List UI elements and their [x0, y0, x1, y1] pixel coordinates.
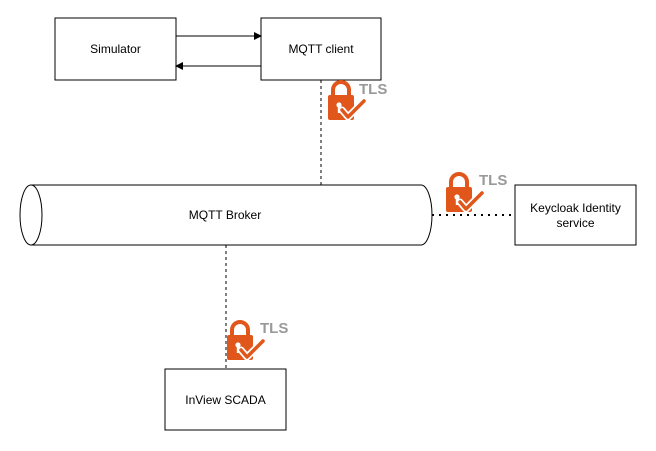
- mqtt-broker-node[interactable]: MQTT Broker: [19, 184, 433, 246]
- mqtt-client-label: MQTT client: [288, 42, 354, 56]
- keycloak-node[interactable]: Keycloak Identity service: [514, 184, 637, 246]
- tls-label: TLS: [260, 320, 288, 337]
- keycloak-label-line2: service: [556, 216, 594, 230]
- inview-scada-label: InView SCADA: [185, 393, 265, 407]
- inview-scada-node[interactable]: InView SCADA: [164, 368, 287, 431]
- tls-lock-icon: TLS: [328, 80, 387, 121]
- keycloak-label-line1: Keycloak Identity: [530, 201, 621, 215]
- simulator-node[interactable]: Simulator: [54, 17, 177, 81]
- tls-lock-icon: TLS: [227, 320, 288, 361]
- mqtt-client-node[interactable]: MQTT client: [260, 17, 382, 81]
- tls-lock-icon: TLS: [446, 172, 507, 213]
- tls-label: TLS: [479, 172, 507, 189]
- tls-label: TLS: [359, 81, 387, 98]
- mqtt-broker-label: MQTT Broker: [189, 208, 261, 222]
- simulator-label: Simulator: [90, 42, 141, 56]
